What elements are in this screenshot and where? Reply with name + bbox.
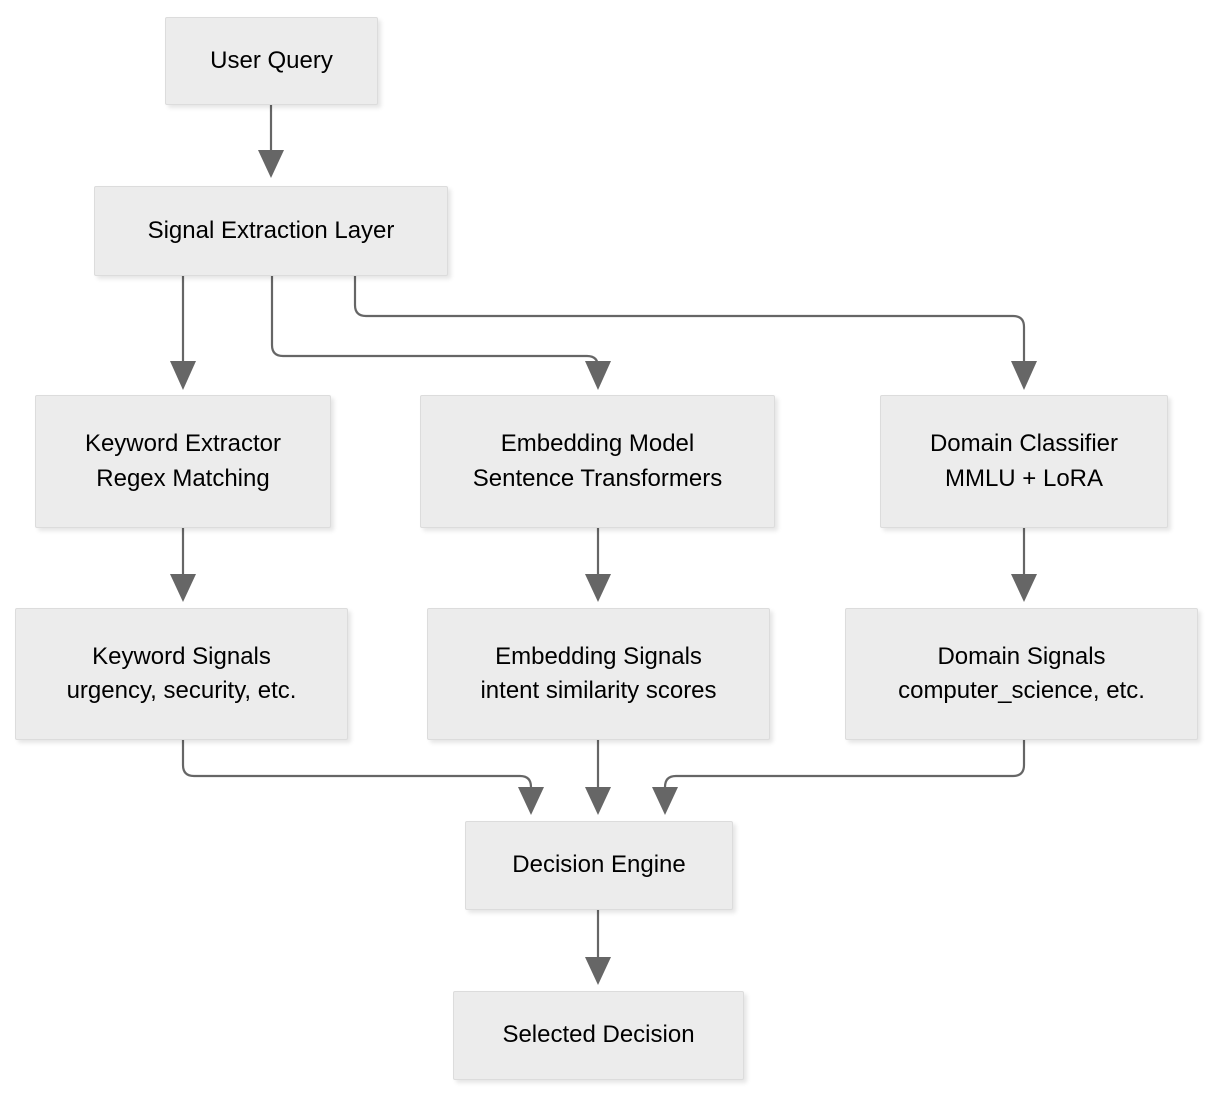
node-embedding-signals-label: Embedding Signals <box>495 642 702 670</box>
node-domain-signals[interactable]: Domain Signals computer_science, etc. <box>845 608 1198 740</box>
node-keyword-signals[interactable]: Keyword Signals urgency, security, etc. <box>15 608 348 740</box>
edge-keyword-extractor-to-keyword-signals <box>170 528 196 602</box>
node-selected-decision-label: Selected Decision <box>502 1021 695 1049</box>
node-domain-classifier-label: Domain Classifier <box>929 430 1119 458</box>
edge-keyword-signals-to-decision-engine <box>181 740 544 815</box>
edge-decision-engine-to-selected-decision <box>585 910 611 985</box>
node-decision-engine-label: Decision Engine <box>512 851 686 879</box>
node-keyword-signals-sublabel: urgency, security, etc. <box>66 677 297 704</box>
edge-embedding-signals-to-decision-engine <box>585 740 611 815</box>
edge-signal-extraction-to-embedding-model <box>270 276 611 390</box>
edge-domain-classifier-to-domain-signals <box>1011 528 1037 602</box>
edge-signal-extraction-to-domain-classifier <box>353 276 1037 390</box>
node-keyword-extractor[interactable]: Keyword Extractor Regex Matching <box>35 395 331 528</box>
node-keyword-signals-label: Keyword Signals <box>92 642 271 670</box>
node-signal-extraction-layer[interactable]: Signal Extraction Layer <box>94 186 448 276</box>
edge-embedding-model-to-embedding-signals <box>585 528 611 602</box>
edge-signal-extraction-to-keyword-extractor <box>170 276 196 390</box>
node-decision-engine[interactable]: Decision Engine <box>465 821 733 910</box>
node-embedding-model-sublabel: Sentence Transformers <box>472 464 723 492</box>
node-keyword-extractor-label: Keyword Extractor <box>84 430 282 458</box>
node-selected-decision[interactable]: Selected Decision <box>453 991 744 1080</box>
edge-user-query-to-signal-extraction <box>258 105 284 178</box>
node-embedding-signals-sublabel: intent similarity scores <box>480 677 717 704</box>
node-user-query-label: User Query <box>210 46 333 74</box>
node-embedding-model-label: Embedding Model <box>500 430 695 458</box>
node-signal-extraction-layer-label: Signal Extraction Layer <box>147 216 395 244</box>
node-domain-classifier[interactable]: Domain Classifier MMLU + LoRA <box>880 395 1168 528</box>
node-domain-signals-sublabel: computer_science, etc. <box>898 677 1145 704</box>
node-embedding-model[interactable]: Embedding Model Sentence Transformers <box>420 395 775 528</box>
node-domain-classifier-sublabel: MMLU + LoRA <box>944 464 1104 492</box>
node-keyword-extractor-sublabel: Regex Matching <box>96 464 270 492</box>
node-embedding-signals[interactable]: Embedding Signals intent similarity scor… <box>427 608 770 740</box>
edge-domain-signals-to-decision-engine <box>652 740 1026 815</box>
node-domain-signals-label: Domain Signals <box>937 642 1106 670</box>
node-user-query[interactable]: User Query <box>165 17 378 105</box>
